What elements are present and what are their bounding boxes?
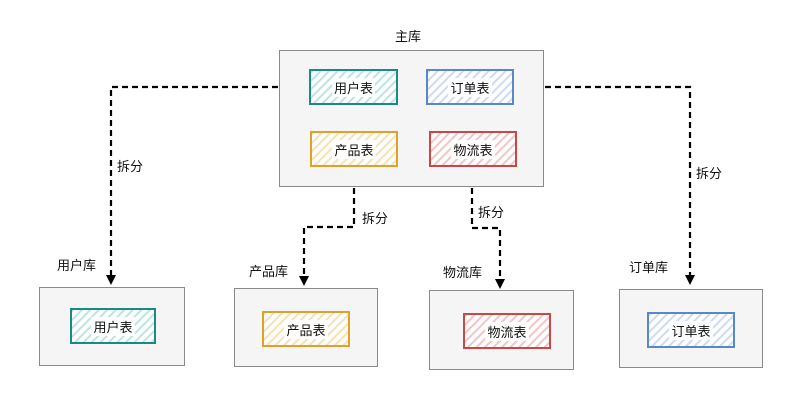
arrow-order-split: [515, 85, 695, 285]
split-label-user: 拆分: [117, 160, 144, 175]
order-db-table: 订单表: [647, 312, 735, 348]
order-db-table-label: 订单表: [669, 320, 713, 340]
product-db-title: 产品库: [249, 265, 289, 280]
user-db-table-label: 用户表: [91, 316, 135, 336]
main-user-table-label: 用户表: [331, 77, 375, 97]
product-db-table-label: 产品表: [284, 319, 328, 339]
main-user-table: 用户表: [309, 69, 398, 105]
split-label-order: 拆分: [696, 167, 723, 182]
split-label-logistics: 拆分: [478, 206, 505, 221]
logistics-db-title: 物流库: [443, 266, 483, 281]
order-db-title: 订单库: [629, 261, 669, 276]
main-product-table: 产品表: [310, 131, 398, 167]
user-db-title: 用户库: [57, 259, 97, 274]
main-db-title: 主库: [395, 30, 422, 45]
logistics-db-table-label: 物流表: [485, 321, 529, 341]
arrow-user-split: [106, 85, 308, 285]
split-label-product: 拆分: [362, 212, 389, 227]
main-logistics-table: 物流表: [429, 131, 517, 167]
main-order-table-label: 订单表: [448, 77, 492, 97]
logistics-db-table: 物流表: [463, 313, 551, 349]
main-order-table: 订单表: [426, 69, 514, 105]
main-product-table-label: 产品表: [332, 139, 376, 159]
product-db-table: 产品表: [262, 311, 350, 347]
arrow-product-split: [299, 168, 356, 286]
arrow-logistics-split: [470, 168, 505, 289]
user-db-table: 用户表: [70, 308, 156, 344]
main-logistics-table-label: 物流表: [451, 139, 495, 159]
